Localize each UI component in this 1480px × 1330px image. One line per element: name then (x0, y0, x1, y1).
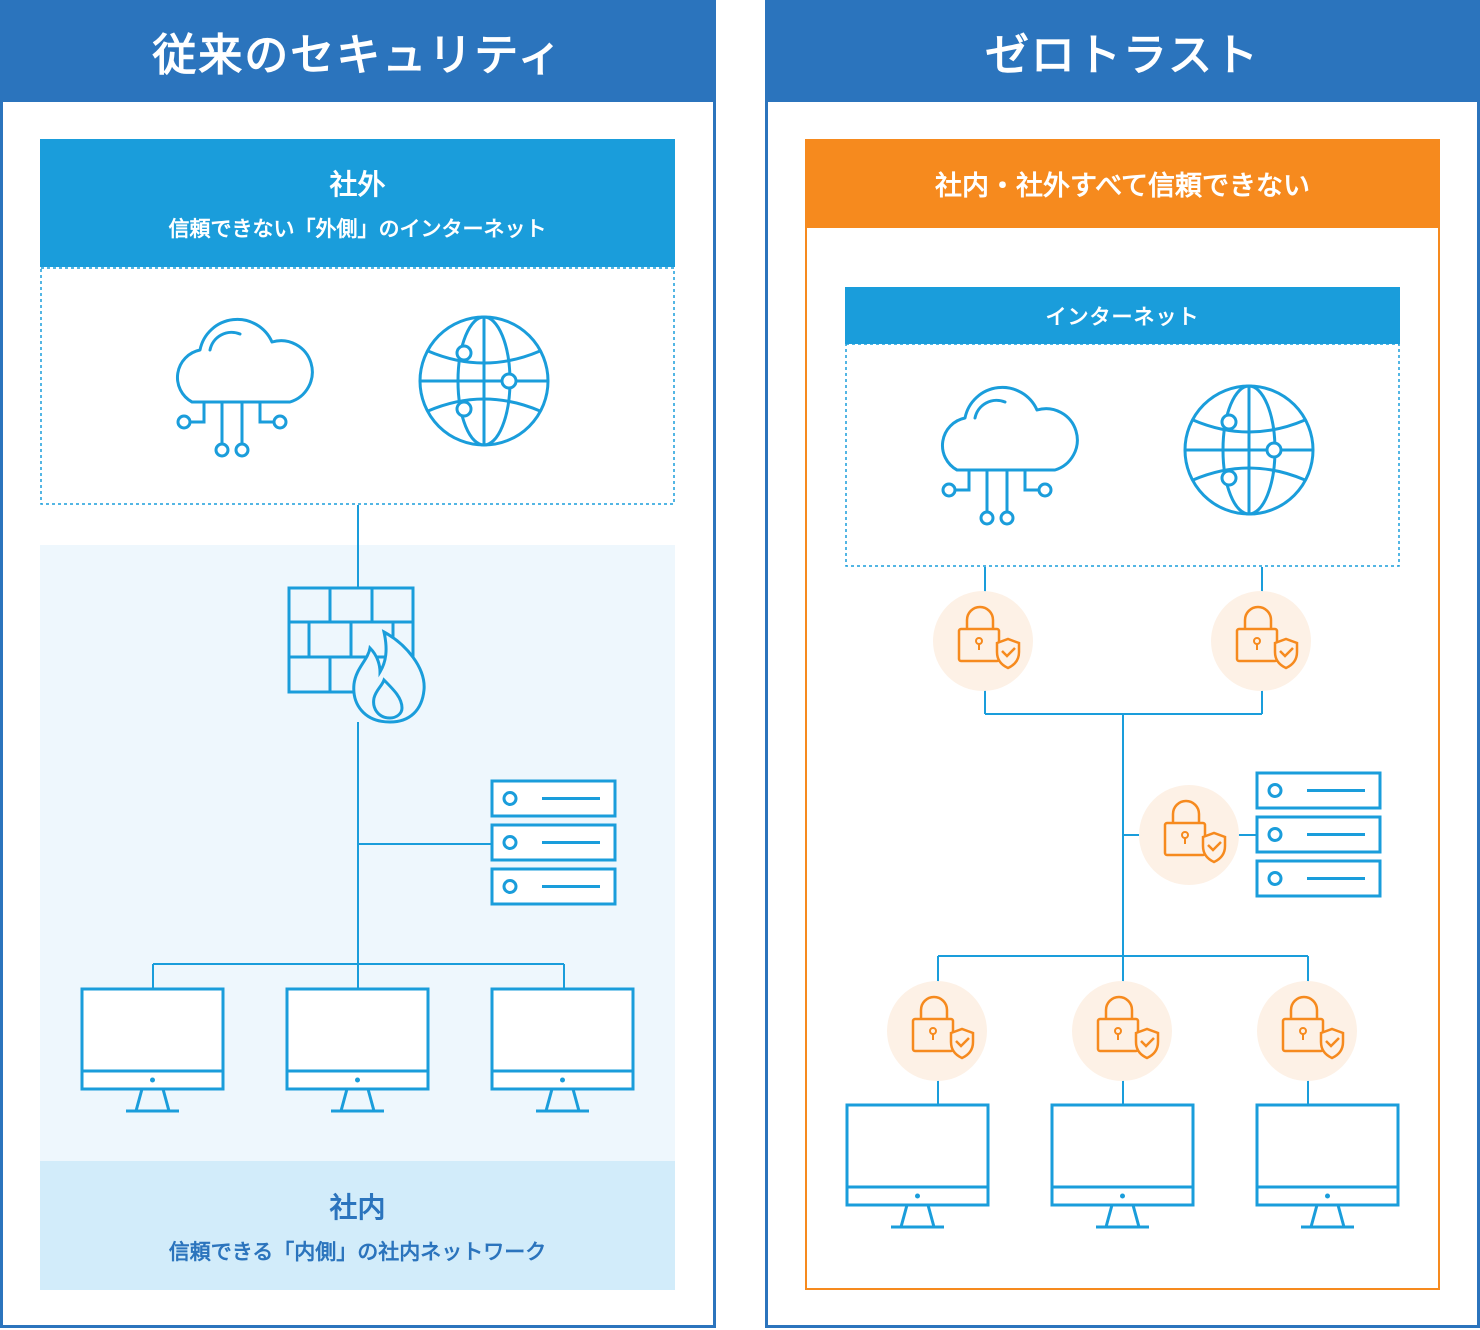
server-rack-icon (490, 779, 617, 906)
lock-shield-icon (1070, 979, 1174, 1083)
lock-shield-icon (1137, 783, 1241, 887)
inside-subtitle: 信頼できる「内側」の社内ネットワーク (168, 1239, 547, 1264)
cloud-network-icon (175, 317, 314, 458)
connection-lines (937, 567, 1309, 1105)
globe-icon (1183, 384, 1315, 516)
globe-icon (418, 315, 550, 447)
cloud-network-icon (940, 385, 1079, 526)
internet-zone-box (845, 343, 1400, 567)
monitor-icon (80, 987, 225, 1113)
outside-band: 社外 信頼できない「外側」のインターネット (40, 139, 675, 267)
panel-title: 従来のセキュリティ (0, 0, 716, 102)
outside-title: 社外 (329, 168, 386, 201)
monitor-icon (1255, 1103, 1400, 1229)
lock-shield-icon (1255, 979, 1359, 1083)
outside-zone-box (40, 267, 675, 505)
connection-lines (152, 505, 565, 990)
outside-subtitle: 信頼できない「外側」のインターネット (168, 217, 547, 241)
panel-title: ゼロトラスト (765, 0, 1480, 102)
firewall-icon (287, 586, 426, 724)
inside-band: 社内 信頼できる「内側」の社内ネットワーク (40, 1161, 675, 1290)
monitor-icon (490, 987, 635, 1113)
zero-trust-banner: 社内・社外すべて信頼できない (805, 139, 1440, 228)
internet-label: インターネット (845, 287, 1400, 344)
monitor-icon (845, 1103, 990, 1229)
lock-shield-icon (931, 589, 1035, 693)
lock-shield-icon (1209, 589, 1313, 693)
lock-shield-icon (885, 979, 989, 1083)
server-rack-icon (1255, 771, 1382, 898)
monitor-icon (1050, 1103, 1195, 1229)
inside-title: 社内 (329, 1190, 386, 1224)
monitor-icon (285, 987, 430, 1113)
